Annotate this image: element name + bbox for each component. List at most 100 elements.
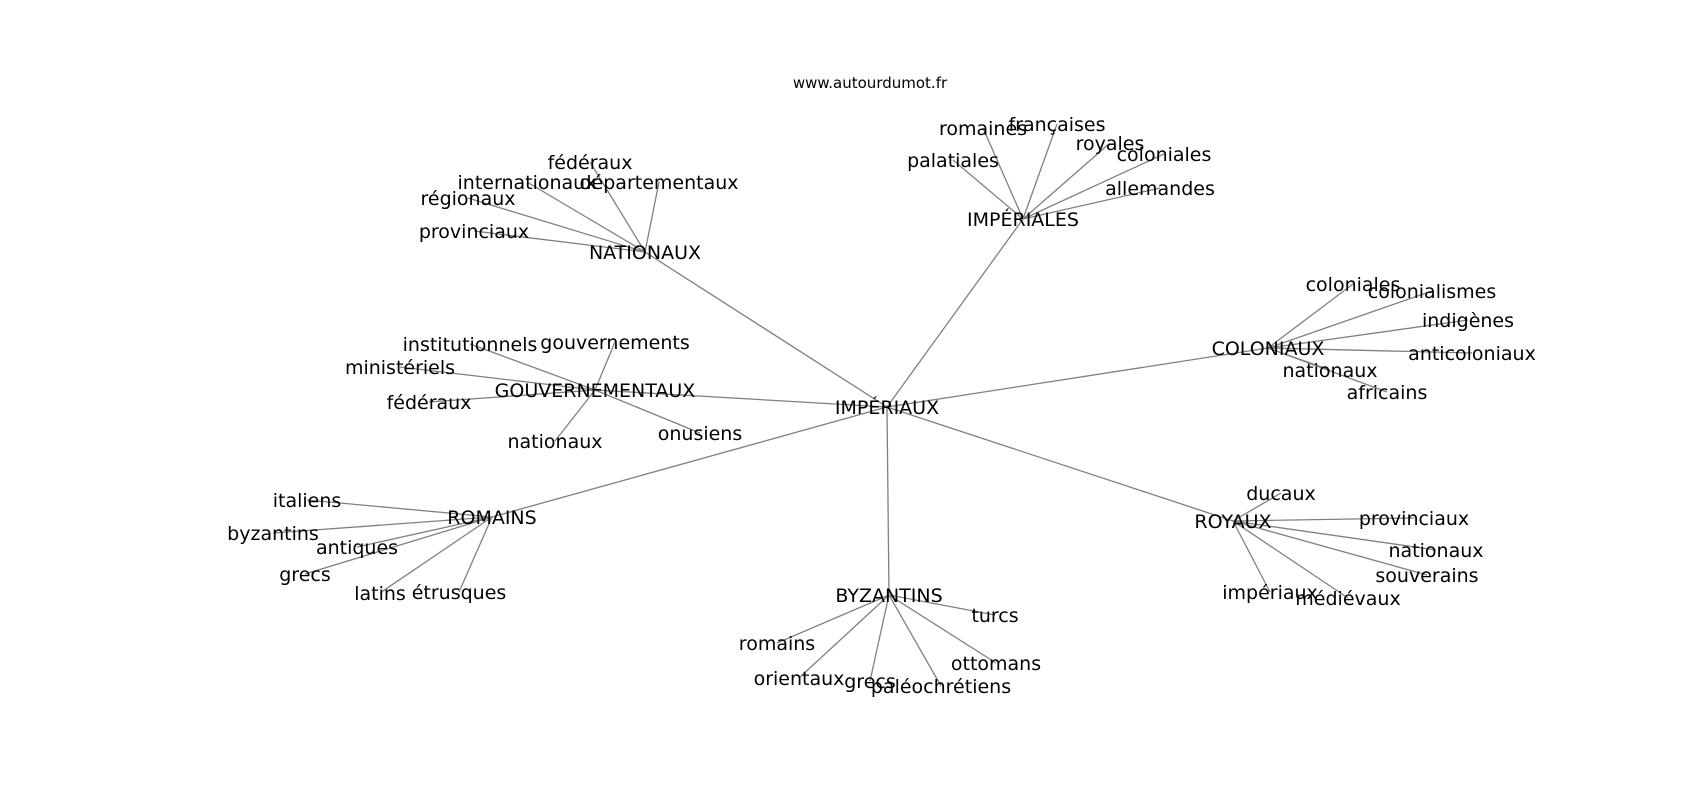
child-node-label: paléochrétiens [871, 676, 1011, 698]
child-node-label: fédéraux [548, 152, 633, 174]
edge-group-child [1022, 123, 1058, 220]
edge-group-child [399, 366, 596, 391]
child-node-label: régionaux [420, 188, 515, 210]
edge-root-group [886, 406, 890, 596]
group-node-label: COLONIAUX [1212, 338, 1325, 360]
child-node-label: souverains [1375, 565, 1478, 587]
site-url: www.autourdumot.fr [793, 74, 948, 92]
edge-group-child [644, 181, 660, 253]
edge-group-child [1022, 142, 1111, 220]
edge-group-child [1232, 492, 1282, 522]
edge-group-child [1022, 153, 1165, 220]
child-node-label: latins [354, 583, 406, 605]
edge-group-child [888, 594, 997, 664]
edge-group-child [1267, 319, 1469, 349]
edge-group-child [1232, 520, 1349, 599]
graph-labels: www.autourdumot.fr fédérauxinternationau… [227, 74, 1536, 698]
edge-group-child [1232, 517, 1415, 522]
edge-group-child [589, 161, 646, 253]
edge-group-child [306, 499, 493, 518]
edge-group-child [1267, 347, 1473, 354]
edge-group-child [1267, 347, 1388, 393]
child-node-label: grecs [844, 671, 896, 693]
edge-group-child [469, 343, 596, 391]
edge-group-child [888, 594, 942, 687]
edge-group-child [982, 127, 1024, 220]
edge-group-child [888, 594, 996, 616]
child-node-label: colonialismes [1368, 281, 1497, 303]
edge-root-group [644, 251, 888, 408]
edge-group-child [1232, 520, 1428, 576]
edge-root-group [886, 406, 1234, 522]
child-node-label: ottomans [951, 653, 1041, 675]
child-node-label: byzantins [227, 523, 319, 545]
group-node-label: ROYAUX [1194, 511, 1271, 533]
child-node-label: palatiales [907, 150, 999, 172]
child-node-label: orientaux [754, 668, 845, 690]
child-node-label: nationaux [1388, 540, 1483, 562]
edge-group-child [379, 516, 493, 594]
child-node-label: indigènes [1422, 310, 1514, 332]
edge-group-child [869, 594, 890, 682]
edge-group-child [554, 389, 596, 442]
child-node-label: onusiens [658, 423, 743, 445]
child-node-label: romains [739, 633, 815, 655]
edge-group-child [1232, 520, 1437, 551]
child-node-label: antiques [316, 537, 398, 559]
child-node-label: médiévaux [1295, 588, 1400, 610]
edge-group-child [458, 516, 493, 593]
edge-group-child [594, 389, 701, 434]
edge-group-child [467, 197, 646, 253]
group-node-label: GOUVERNEMENTAUX [495, 380, 696, 402]
child-node-label: nationaux [507, 431, 602, 453]
edge-root-group [886, 218, 1024, 408]
edge-group-child [1267, 290, 1433, 349]
edge-group-child [428, 389, 596, 403]
edge-root-group [886, 347, 1269, 408]
edge-group-child [594, 341, 616, 391]
group-node-label: IMPÉRIALES [967, 208, 1079, 231]
root-node-label: IMPÉRIAUX [835, 396, 939, 419]
child-node-label: turcs [971, 605, 1018, 627]
edge-group-child [952, 159, 1024, 220]
edge-group-child [356, 516, 493, 548]
edge-group-child [473, 230, 646, 253]
group-node-label: NATIONAUX [589, 242, 701, 264]
child-node-label: italiens [273, 490, 342, 512]
group-node-label: ROMAINS [447, 507, 536, 529]
child-node-label: nationaux [1282, 360, 1377, 382]
graph-edges [272, 123, 1473, 687]
edge-root-group [491, 406, 888, 518]
child-node-label: gouvernements [540, 332, 689, 354]
child-node-label: ducaux [1246, 483, 1315, 505]
child-node-label: coloniales [1306, 274, 1401, 296]
group-node-label: BYZANTINS [835, 585, 942, 607]
edge-group-child [526, 181, 646, 253]
child-node-label: africains [1347, 382, 1428, 404]
child-node-label: grecs [279, 564, 331, 586]
child-node-label: coloniales [1117, 144, 1212, 166]
child-node-label: royales [1076, 133, 1145, 155]
child-node-label: romaines [939, 118, 1027, 140]
child-node-label: anticoloniaux [1408, 343, 1536, 365]
edge-group-child [798, 594, 890, 679]
edge-group-child [776, 594, 890, 644]
child-node-label: françaises [1008, 114, 1105, 136]
edge-root-group [594, 389, 888, 408]
edge-group-child [272, 516, 493, 534]
child-node-label: départementaux [579, 172, 738, 194]
child-node-label: étrusques [412, 582, 507, 604]
edge-group-child [1022, 187, 1161, 220]
child-node-label: allemandes [1105, 178, 1215, 200]
child-node-label: provinciaux [1359, 508, 1469, 530]
child-node-label: impériaux [1222, 582, 1318, 604]
child-node-label: institutionnels [403, 334, 538, 356]
child-node-label: internationaux [458, 172, 597, 194]
child-node-label: fédéraux [387, 392, 472, 414]
edge-group-child [1232, 520, 1271, 593]
edge-group-child [1267, 283, 1354, 349]
child-node-label: provinciaux [419, 221, 529, 243]
edge-group-child [304, 516, 493, 575]
child-node-label: ministériels [345, 357, 455, 379]
